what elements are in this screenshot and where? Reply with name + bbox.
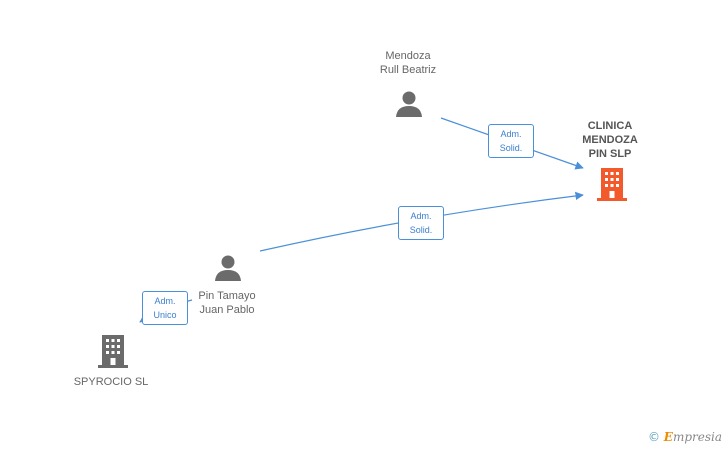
node-label-line: CLINICA	[587, 120, 633, 132]
node-label-pin-tamayo[interactable]: Pin Tamayo Juan Pablo	[198, 289, 255, 317]
person-icon[interactable]	[396, 91, 422, 118]
node-label-line: MENDOZA	[582, 134, 638, 146]
edge-role-badge[interactable]: Adm. Solid.	[488, 124, 534, 158]
node-label-spyrocio[interactable]: SPYROCIO SL	[74, 375, 149, 389]
node-label-line: Rull Beatriz	[379, 64, 437, 76]
edge-role-line: Solid.	[499, 143, 523, 153]
brand-watermark: © Empresia	[648, 430, 722, 444]
brand-name: mpresia	[672, 430, 722, 444]
node-label-line: PIN SLP	[588, 148, 632, 160]
node-label-mendoza-rull[interactable]: Mendoza Rull Beatriz	[380, 49, 436, 77]
node-label-line: Mendoza	[385, 50, 431, 62]
edge-role-line: Adm.	[410, 211, 432, 221]
building-icon[interactable]	[98, 335, 128, 368]
building-icon[interactable]	[597, 168, 627, 201]
node-label-line: Pin Tamayo	[198, 290, 256, 302]
person-icon[interactable]	[215, 255, 241, 282]
edge-role-line: Unico	[153, 310, 177, 320]
edge-role-badge[interactable]: Adm. Solid.	[398, 206, 444, 240]
copyright-icon: ©	[647, 430, 660, 444]
brand-initial: E	[663, 430, 673, 444]
edge-role-line: Solid.	[409, 225, 433, 235]
edge-role-line: Adm.	[500, 129, 522, 139]
node-label-clinica[interactable]: CLINICA MENDOZA PIN SLP	[582, 119, 638, 161]
edge-role-badge[interactable]: Adm. Unico	[142, 291, 188, 325]
node-label-line: Juan Pablo	[199, 304, 255, 316]
node-label-line: SPYROCIO SL	[73, 376, 149, 388]
edge-role-line: Adm.	[154, 296, 176, 306]
